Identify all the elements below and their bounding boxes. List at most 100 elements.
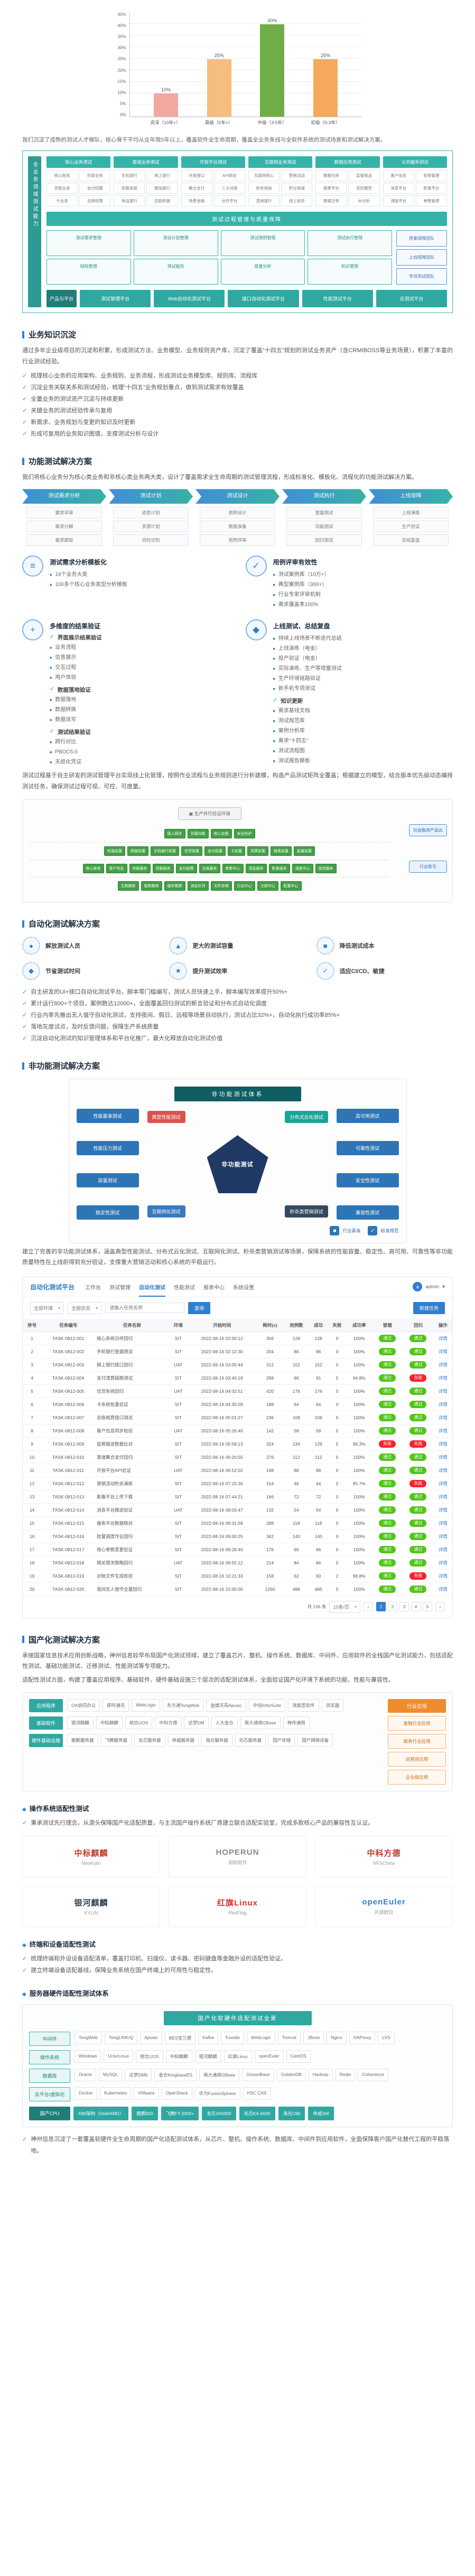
table-row[interactable]: 7 TASK-0812-007 总账核算接口测试 SIT 2022-08-16 … xyxy=(23,1411,452,1424)
column-header[interactable]: 成功率 xyxy=(346,1318,372,1332)
new-task-button[interactable]: 新建任务 xyxy=(413,1301,445,1314)
column-header[interactable]: 任务编号 xyxy=(41,1318,96,1332)
cell-task-id[interactable]: TASK-0812-011 xyxy=(41,1464,96,1477)
cell-task-id[interactable]: TASK-0812-010 xyxy=(41,1450,96,1464)
table-row[interactable]: 2 TASK-0812-002 手机银行冒烟测试 SIT 2022-08-16 … xyxy=(23,1345,452,1358)
table-row[interactable]: 18 TASK-0812-018 网关限流策略回归 UAT 2022-08-16… xyxy=(23,1556,452,1570)
square-bullet-icon: ■ xyxy=(273,760,275,764)
cell-task-id[interactable]: TASK-0812-015 xyxy=(41,1516,96,1530)
cell-task-id[interactable]: TASK-0812-002 xyxy=(41,1345,96,1358)
table-row[interactable]: 14 TASK-0812-014 消息平台推送验证 UAT 2022-08-16… xyxy=(23,1503,452,1517)
column-header[interactable]: 冒烟 xyxy=(372,1318,403,1332)
detail-link[interactable]: 详情 xyxy=(438,1362,448,1367)
detail-link[interactable]: 详情 xyxy=(438,1586,448,1592)
column-header[interactable]: 任务名称 xyxy=(95,1318,169,1332)
detail-link[interactable]: 详情 xyxy=(438,1507,448,1513)
cell-task-id[interactable]: TASK-0812-017 xyxy=(41,1543,96,1556)
column-header[interactable]: 操作 xyxy=(433,1318,452,1332)
cell-task-id[interactable]: TASK-0812-004 xyxy=(41,1371,96,1385)
table-row[interactable]: 6 TASK-0812-006 卡系统批量验证 SIT 2022-08-16 0… xyxy=(23,1398,452,1411)
cell-task-id[interactable]: TASK-0812-020 xyxy=(41,1582,96,1596)
nav-item[interactable]: 自动化测试 xyxy=(139,1277,165,1297)
nav-item[interactable]: 系统设置 xyxy=(233,1285,255,1291)
cell-task-id[interactable]: TASK-0812-014 xyxy=(41,1503,96,1517)
env-select[interactable]: 全部环境▾ xyxy=(30,1301,64,1314)
square-bullet-icon: ■ xyxy=(273,740,275,744)
detail-link[interactable]: 详情 xyxy=(438,1480,448,1486)
column-header[interactable]: 失败 xyxy=(328,1318,347,1332)
detail-link[interactable]: 详情 xyxy=(438,1546,448,1552)
table-row[interactable]: 17 TASK-0812-017 核心参数变更验证 SIT 2022-08-16… xyxy=(23,1543,452,1556)
table-row[interactable]: 13 TASK-0812-013 影像平台上传下载 SIT 2022-08-16… xyxy=(23,1490,452,1504)
detail-link[interactable]: 详情 xyxy=(438,1467,448,1473)
detail-link[interactable]: 详情 xyxy=(438,1441,448,1447)
detail-link[interactable]: 详情 xyxy=(438,1428,448,1433)
detail-link[interactable]: 详情 xyxy=(438,1335,448,1341)
cell-task-id[interactable]: TASK-0812-006 xyxy=(41,1398,96,1411)
column-header[interactable]: 开始时间 xyxy=(188,1318,257,1332)
column-header[interactable]: 耗时(s) xyxy=(256,1318,284,1332)
table-row[interactable]: 20 TASK-0812-020 夜间无人值守全量回归 SIT 2022-08-… xyxy=(23,1582,452,1596)
prev-page-button[interactable]: ‹ xyxy=(364,1602,373,1612)
table-row[interactable]: 15 TASK-0812-015 报表平台数据核对 SIT 2022-08-16… xyxy=(23,1516,452,1530)
cell-task-id[interactable]: TASK-0812-018 xyxy=(41,1556,96,1570)
column-header[interactable]: 用例数 xyxy=(283,1318,310,1332)
page-number-button[interactable]: 1 xyxy=(376,1602,386,1612)
table-row[interactable]: 10 TASK-0812-010 渠道聚合支付回归 SIT 2022-08-16… xyxy=(23,1450,452,1464)
page-number-button[interactable]: 5 xyxy=(423,1602,432,1612)
page-size-select[interactable]: 10条/页▾ xyxy=(329,1600,360,1613)
task-search-input[interactable] xyxy=(105,1303,185,1314)
cell-task-id[interactable]: TASK-0812-005 xyxy=(41,1384,96,1398)
hardware-chip: OpenStack xyxy=(161,2087,192,2100)
table-row[interactable]: 11 TASK-0812-011 开放平台API验证 UAT 2022-08-1… xyxy=(23,1464,452,1477)
table-row[interactable]: 16 TASK-0812-016 批量调度作业回归 SIT 2022-08-16… xyxy=(23,1530,452,1543)
detail-link[interactable]: 详情 xyxy=(438,1401,448,1407)
cell-task-id[interactable]: TASK-0812-001 xyxy=(41,1332,96,1345)
check-icon: ✓ xyxy=(22,419,27,426)
table-row[interactable]: 5 TASK-0812-005 信贷系统回归 UAT 2022-08-16 04… xyxy=(23,1384,452,1398)
page-number-button[interactable]: 4 xyxy=(411,1602,421,1612)
section-title: 自动化测试解决方案 xyxy=(22,918,453,929)
column-header[interactable]: 回归 xyxy=(403,1318,434,1332)
cell-task-id[interactable]: TASK-0812-009 xyxy=(41,1437,96,1451)
cell-task-id[interactable]: TASK-0812-016 xyxy=(41,1530,96,1543)
table-row[interactable]: 9 TASK-0812-009 监管报送数据比对 SIT 2022-08-16 … xyxy=(23,1437,452,1451)
column-header[interactable]: 序号 xyxy=(23,1318,42,1332)
cell-task-id[interactable]: TASK-0812-008 xyxy=(41,1424,96,1438)
column-header[interactable]: 环境 xyxy=(169,1318,188,1332)
table-row[interactable]: 8 TASK-0812-008 客户信息同步校验 UAT 2022-08-16 … xyxy=(23,1424,452,1438)
table-row[interactable]: 4 TASK-0812-004 支付清算链路测试 SIT 2022-08-16 … xyxy=(23,1371,452,1385)
nav-item[interactable]: 工作台 xyxy=(85,1285,101,1291)
nav-item[interactable]: 性能测试 xyxy=(174,1285,195,1291)
nav-item[interactable]: 报表中心 xyxy=(203,1285,225,1291)
detail-link[interactable]: 详情 xyxy=(438,1533,448,1539)
detail-link[interactable]: 详情 xyxy=(438,1454,448,1460)
table-row[interactable]: 3 TASK-0812-003 网上银行接口回归 UAT 2022-08-16 … xyxy=(23,1358,452,1372)
detail-link[interactable]: 详情 xyxy=(438,1520,448,1526)
regression-status-badge: 失败 xyxy=(409,1440,427,1448)
detail-link[interactable]: 详情 xyxy=(438,1573,448,1579)
cell-task-id[interactable]: TASK-0812-012 xyxy=(41,1477,96,1490)
detail-link[interactable]: 详情 xyxy=(438,1388,448,1394)
user-area[interactable]: a admin ▾ xyxy=(413,1282,445,1292)
cell-task-id[interactable]: TASK-0812-007 xyxy=(41,1411,96,1424)
detail-link[interactable]: 详情 xyxy=(438,1560,448,1565)
check-item-text: 全量业务的测试资产沉淀与持续更新 xyxy=(31,396,124,403)
detail-link[interactable]: 详情 xyxy=(438,1375,448,1381)
page-number-button[interactable]: 3 xyxy=(399,1602,409,1612)
page-number-button[interactable]: 2 xyxy=(388,1602,397,1612)
next-page-button[interactable]: › xyxy=(435,1602,445,1612)
detail-link[interactable]: 详情 xyxy=(438,1348,448,1354)
table-row[interactable]: 1 TASK-0812-001 核心系统日终回归 SIT 2022-08-16 … xyxy=(23,1332,452,1345)
cell-task-id[interactable]: TASK-0812-003 xyxy=(41,1358,96,1372)
column-header[interactable]: 成功 xyxy=(309,1318,328,1332)
table-row[interactable]: 12 TASK-0812-012 营销活动秒杀演练 SIT 2022-08-16… xyxy=(23,1477,452,1490)
cell-task-id[interactable]: TASK-0812-019 xyxy=(41,1569,96,1583)
table-row[interactable]: 19 TASK-0812-019 对账文件生成校验 SIT 2022-08-16… xyxy=(23,1569,452,1583)
status-select[interactable]: 全部状态▾ xyxy=(68,1301,102,1314)
cell-task-id[interactable]: TASK-0812-013 xyxy=(41,1490,96,1504)
search-button[interactable]: 查询 xyxy=(188,1301,211,1314)
detail-link[interactable]: 详情 xyxy=(438,1494,448,1499)
nav-item[interactable]: 测试管理 xyxy=(109,1285,131,1291)
detail-link[interactable]: 详情 xyxy=(438,1414,448,1420)
